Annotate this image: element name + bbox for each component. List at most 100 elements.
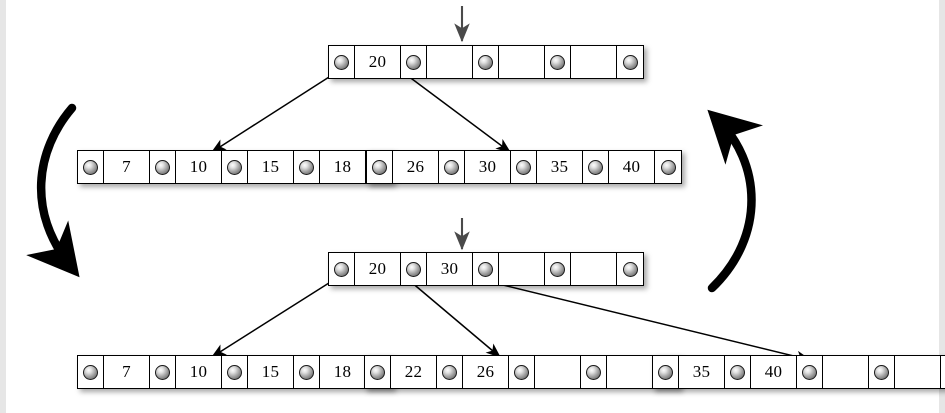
key-cell-empty [607,356,653,388]
pointer-sphere-icon [550,261,565,277]
pointer-cell[interactable] [78,356,104,388]
leaf-node-after-middle[interactable]: 22 26 [364,355,680,389]
pointer-sphere-icon [660,159,676,175]
key-cell: 26 [463,356,509,388]
pointer-cell[interactable] [329,253,355,285]
pointer-edge-after-3 [465,275,812,363]
leaf-node-before-left[interactable]: 7 10 15 18 [77,150,393,184]
pointer-sphere-icon [478,54,493,70]
pointer-sphere-icon [406,261,421,277]
pointer-sphere-icon [442,364,457,380]
pointer-cell[interactable] [941,356,945,388]
pointer-sphere-icon [299,364,314,380]
key-cell-empty [499,46,545,78]
pointer-cell[interactable] [150,356,176,388]
key-cell: 40 [751,356,797,388]
key-cell: 15 [248,356,294,388]
pointer-edge-before-1 [210,69,341,153]
pointer-cell[interactable] [617,46,643,78]
key-cell: 30 [465,151,511,183]
pointer-sphere-icon [83,364,98,380]
key-cell-empty [571,253,617,285]
key-cell-empty [427,46,473,78]
pointer-cell[interactable] [294,151,320,183]
key-cell: 10 [176,151,222,183]
pointer-sphere-icon [155,159,170,175]
pointer-sphere-icon [516,159,531,175]
pointer-cell[interactable] [869,356,895,388]
pointer-sphere-icon [730,364,745,380]
pointer-cell[interactable] [222,151,248,183]
pointer-cell[interactable] [222,356,248,388]
pointer-sphere-icon [478,261,493,277]
pointer-sphere-icon [227,159,242,175]
pointer-edge-after-1 [210,275,341,358]
pointer-sphere-icon [622,261,638,277]
key-cell: 22 [391,356,437,388]
pointer-sphere-icon [155,364,170,380]
pointer-cell[interactable] [545,253,571,285]
key-cell: 10 [176,356,222,388]
pointer-cell[interactable] [473,253,499,285]
pointer-cell[interactable] [581,356,607,388]
page-edge-strip-left [0,0,6,413]
pointer-sphere-icon [874,364,889,380]
pointer-sphere-icon [372,159,387,175]
pointer-sphere-icon [588,159,603,175]
pointer-sphere-icon [802,364,817,380]
pointer-cell[interactable] [439,151,465,183]
pointer-cell[interactable] [797,356,823,388]
pointer-sphere-icon [406,54,421,70]
pointer-cell[interactable] [401,46,427,78]
pointer-cell[interactable] [617,253,643,285]
pointer-cell[interactable] [78,151,104,183]
key-cell: 35 [679,356,725,388]
key-cell-empty [823,356,869,388]
flow-arrow-left-down-icon [26,103,80,278]
page-edge-strip-right [939,0,945,413]
pointer-sphere-icon [370,364,385,380]
root-node-before[interactable]: 20 [328,45,644,79]
key-cell: 7 [104,356,150,388]
key-cell-empty [535,356,581,388]
pointer-cell[interactable] [365,356,391,388]
pointer-sphere-icon [514,364,529,380]
pointer-cell[interactable] [511,151,537,183]
leaf-node-after-left[interactable]: 7 10 15 18 [77,355,393,389]
key-cell: 30 [427,253,473,285]
key-cell: 18 [320,356,366,388]
key-cell: 26 [393,151,439,183]
pointer-cell[interactable] [545,46,571,78]
leaf-node-before-right[interactable]: 26 30 35 40 [366,150,682,184]
pointer-cell[interactable] [583,151,609,183]
pointer-edge-after-2 [403,275,501,358]
leaf-node-after-right[interactable]: 35 40 [652,355,945,389]
pointer-cell[interactable] [473,46,499,78]
pointer-sphere-icon [334,54,349,70]
pointer-cell[interactable] [329,46,355,78]
pointer-sphere-icon [658,364,673,380]
pointer-cell[interactable] [653,356,679,388]
key-cell: 18 [320,151,366,183]
key-cell: 40 [609,151,655,183]
pointer-sphere-icon [227,364,242,380]
pointer-cell[interactable] [150,151,176,183]
root-node-after[interactable]: 20 30 [328,252,644,286]
pointer-cell[interactable] [655,151,681,183]
key-cell: 20 [355,46,401,78]
pointer-cell[interactable] [437,356,463,388]
key-cell: 7 [104,151,150,183]
pointer-cell[interactable] [509,356,535,388]
pointer-sphere-icon [550,54,565,70]
pointer-edge-before-2 [399,69,511,153]
pointer-sphere-icon [334,261,349,277]
pointer-sphere-icon [299,159,314,175]
pointer-sphere-icon [83,159,98,175]
flow-arrow-right-up-icon [707,109,764,293]
pointer-cell[interactable] [294,356,320,388]
pointer-cell[interactable] [725,356,751,388]
pointer-cell[interactable] [401,253,427,285]
key-cell-empty [571,46,617,78]
pointer-cell[interactable] [367,151,393,183]
